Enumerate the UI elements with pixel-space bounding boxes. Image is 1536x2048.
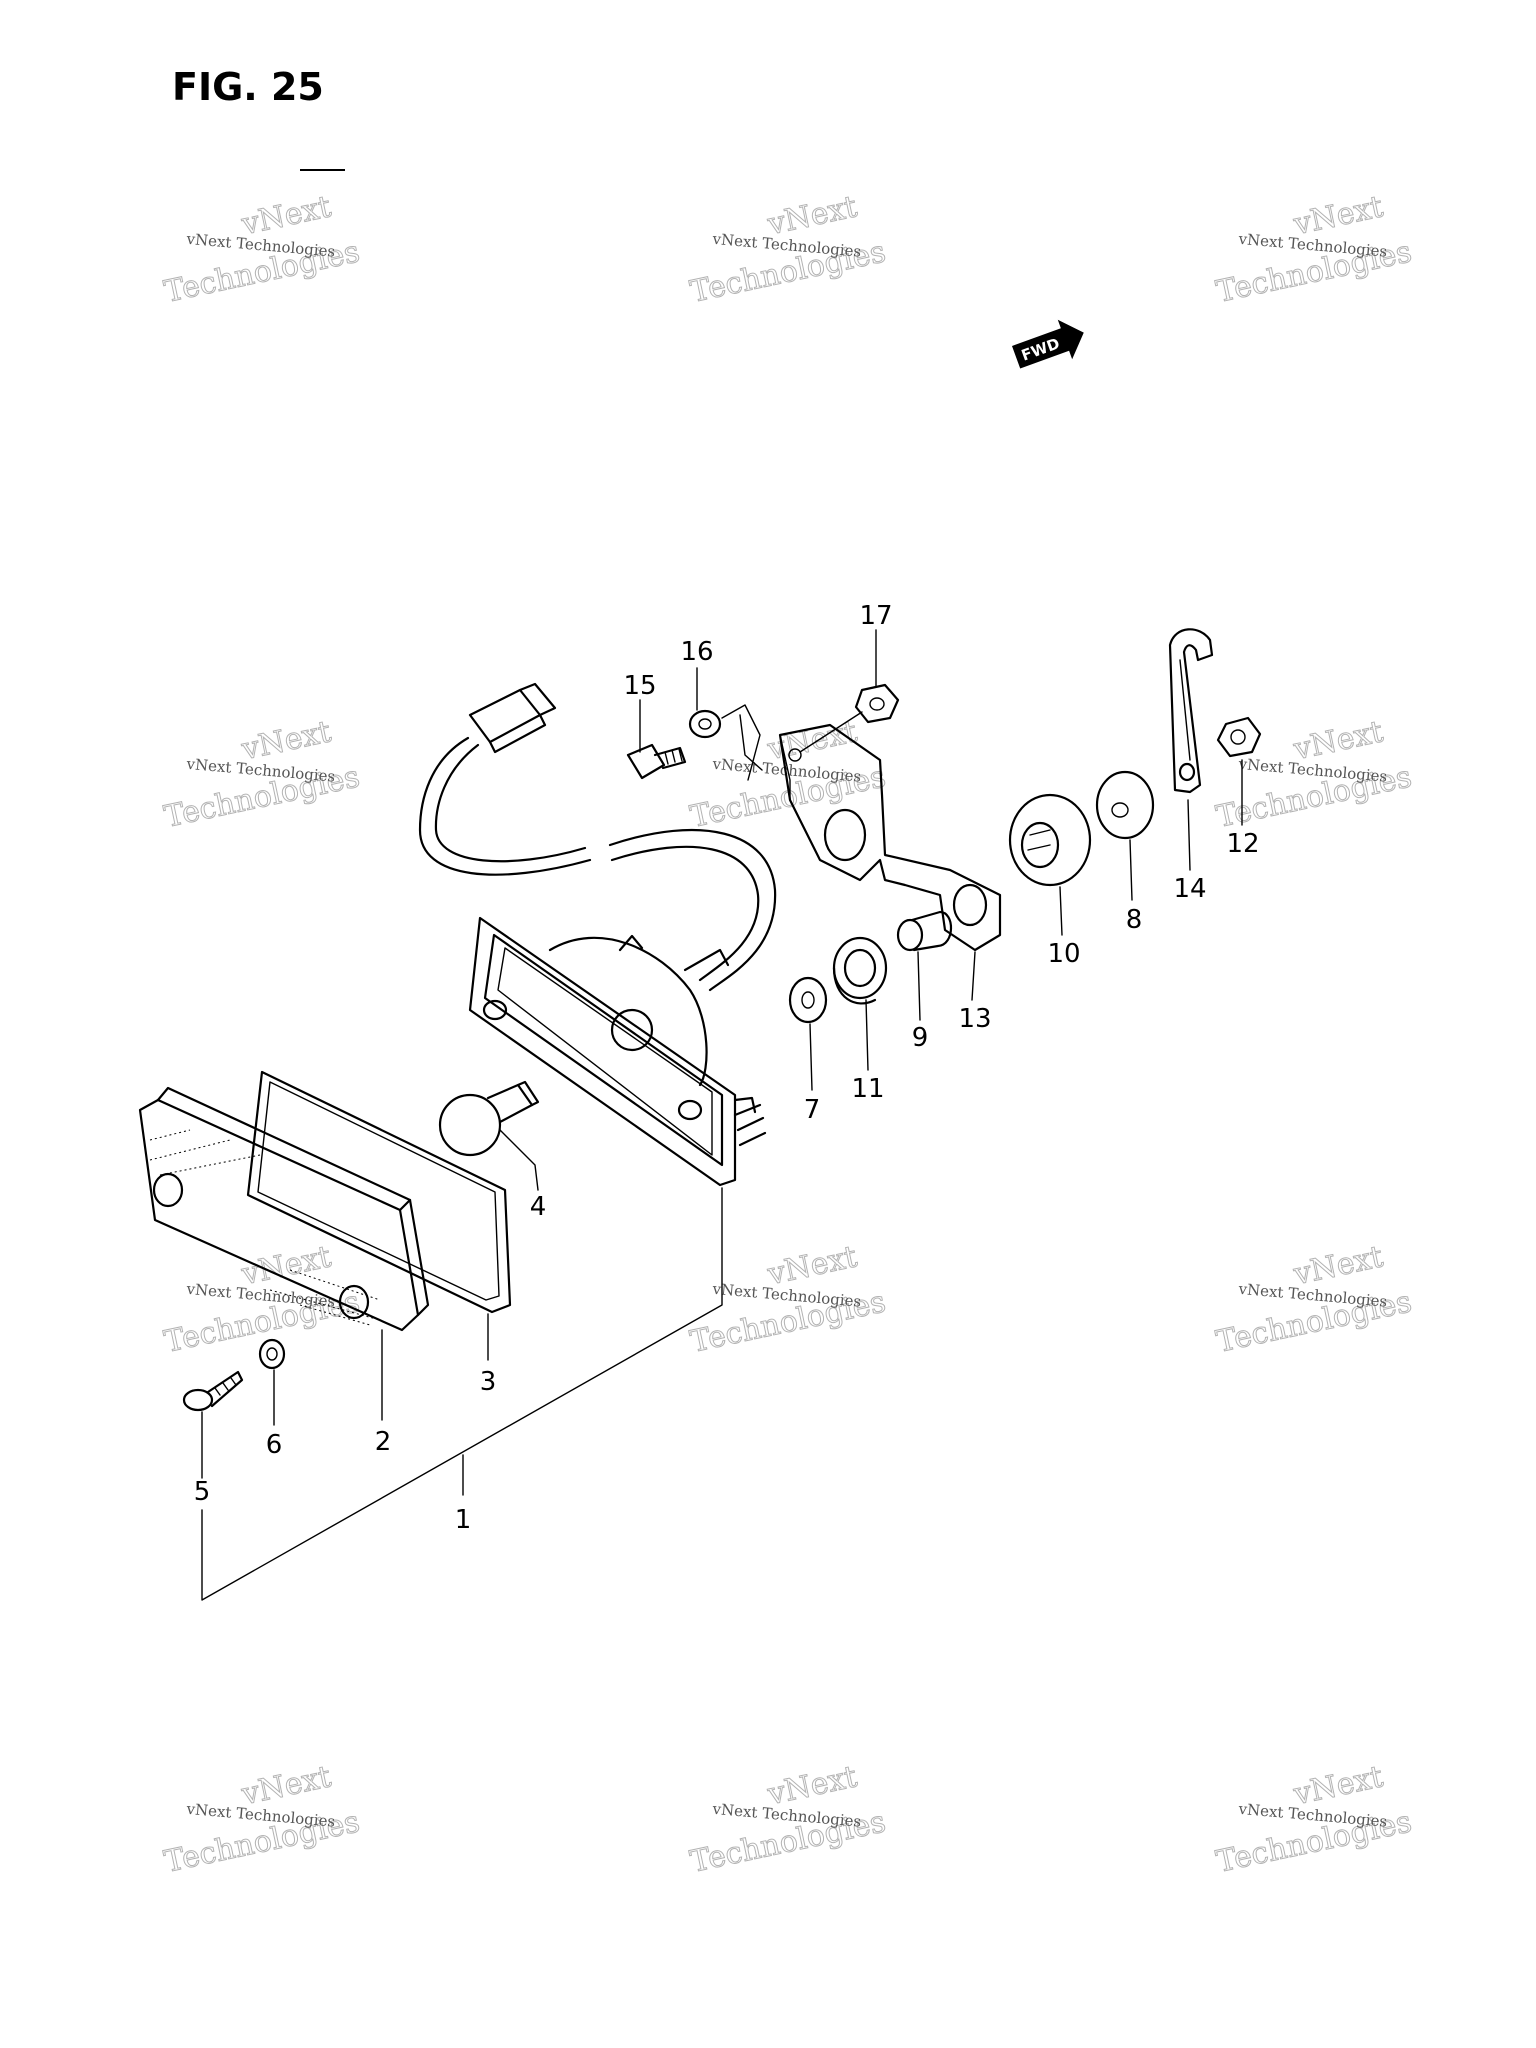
callout-9: 9 bbox=[912, 1023, 929, 1053]
callout-1: 1 bbox=[455, 1505, 472, 1535]
damper-10 bbox=[1008, 793, 1092, 887]
lamp-housing bbox=[468, 916, 767, 1187]
lens bbox=[138, 1086, 430, 1332]
callout-7: 7 bbox=[804, 1095, 821, 1125]
callout-5: 5 bbox=[194, 1477, 211, 1507]
callout-3: 3 bbox=[480, 1367, 497, 1397]
washer-16 bbox=[688, 709, 722, 739]
callout-11: 11 bbox=[851, 1074, 884, 1104]
callout-12: 12 bbox=[1226, 829, 1259, 859]
callout-10: 10 bbox=[1047, 939, 1080, 969]
callout-14: 14 bbox=[1173, 874, 1206, 904]
callout-labels: 1 2 3 4 5 6 7 8 9 10 11 12 13 14 15 16 1… bbox=[194, 601, 1260, 1535]
washer-7 bbox=[788, 976, 828, 1024]
callout-2: 2 bbox=[375, 1427, 392, 1457]
callout-17: 17 bbox=[859, 601, 892, 631]
bulb bbox=[438, 1080, 540, 1157]
callout-8: 8 bbox=[1126, 905, 1143, 935]
nut-12 bbox=[1216, 716, 1262, 758]
leader-lines bbox=[201, 629, 1243, 1601]
grommet-11 bbox=[832, 936, 888, 1005]
clamp-strap bbox=[1168, 628, 1214, 794]
gasket bbox=[246, 1070, 512, 1314]
bolt-15 bbox=[626, 743, 687, 780]
mounting-bracket bbox=[739, 714, 1002, 952]
screw bbox=[182, 1370, 244, 1412]
figure-title: FIG. 25 bbox=[172, 65, 324, 109]
callout-16: 16 bbox=[680, 637, 713, 667]
nut-17 bbox=[854, 683, 900, 724]
callout-13: 13 bbox=[958, 1004, 991, 1034]
fwd-arrow-icon: FWD bbox=[1012, 319, 1084, 369]
callout-4: 4 bbox=[530, 1192, 547, 1222]
washer-8 bbox=[1095, 770, 1155, 840]
callout-6: 6 bbox=[266, 1430, 283, 1460]
collar-9 bbox=[896, 910, 953, 952]
wiring-harness bbox=[418, 682, 777, 992]
washer-small bbox=[258, 1338, 286, 1370]
callout-15: 15 bbox=[623, 671, 656, 701]
